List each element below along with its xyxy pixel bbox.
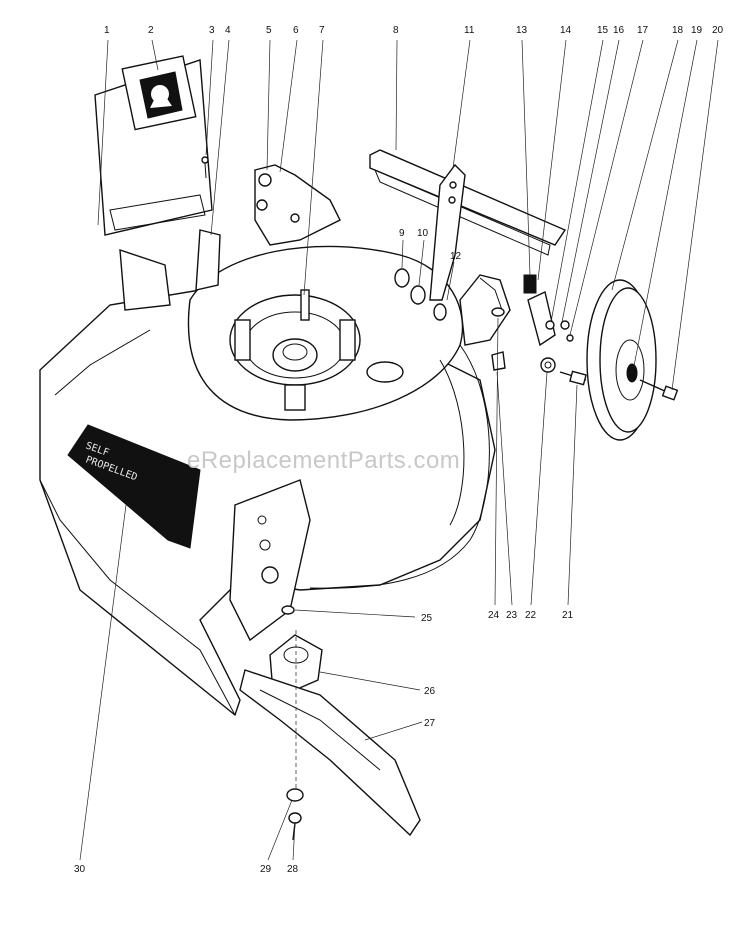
callout-8: 8	[393, 25, 399, 36]
cutting-blade	[239, 669, 421, 837]
callout-7: 7	[319, 25, 325, 36]
callout-numbers: 1 2 3 4 5 6 7 8 9 10 11 12 13 14 15 16 1…	[74, 25, 724, 875]
callout-2: 2	[148, 25, 154, 36]
handle-bracket	[254, 164, 341, 246]
hinge-bracket	[119, 229, 221, 311]
engine-mount-ring	[229, 289, 404, 411]
callout-26: 26	[424, 686, 436, 697]
height-adjust-lever	[429, 163, 466, 301]
rear-axle-bar	[369, 149, 567, 256]
adjuster-plate	[459, 274, 511, 346]
callout-4: 4	[225, 25, 231, 36]
callout-12: 12	[450, 251, 462, 262]
callout-15: 15	[597, 25, 609, 36]
watermark-text: eReplacementParts.com	[187, 447, 460, 474]
callout-23: 23	[506, 610, 518, 621]
spacer-10	[410, 285, 447, 321]
callout-14: 14	[560, 25, 572, 36]
callout-17: 17	[637, 25, 649, 36]
spacer-9	[394, 268, 410, 288]
callout-18: 18	[672, 25, 684, 36]
leader-lines	[79, 39, 719, 861]
callout-11: 11	[464, 25, 475, 36]
screw-3	[201, 156, 209, 179]
axle-bolt	[639, 379, 679, 401]
callout-10: 10	[417, 228, 429, 239]
callout-28: 28	[287, 864, 299, 875]
lock-washer	[286, 788, 304, 802]
callout-16: 16	[613, 25, 625, 36]
wheel-bracket-assembly	[491, 274, 574, 373]
callout-3: 3	[209, 25, 215, 36]
callout-29: 29	[260, 864, 272, 875]
wheel-bolt	[559, 370, 587, 386]
callout-20: 20	[712, 25, 724, 36]
washer-25	[281, 605, 295, 615]
callout-27: 27	[424, 718, 436, 729]
callout-5: 5	[266, 25, 272, 36]
callout-19: 19	[691, 25, 703, 36]
rear-shield	[94, 55, 213, 236]
callout-24: 24	[488, 610, 500, 621]
callout-30: 30	[74, 864, 86, 875]
callout-1: 1	[104, 25, 110, 36]
callout-25: 25	[421, 613, 433, 624]
callout-22: 22	[525, 610, 537, 621]
callout-6: 6	[293, 25, 299, 36]
callout-21: 21	[562, 610, 574, 621]
callout-13: 13	[516, 25, 528, 36]
callout-9: 9	[399, 228, 405, 239]
